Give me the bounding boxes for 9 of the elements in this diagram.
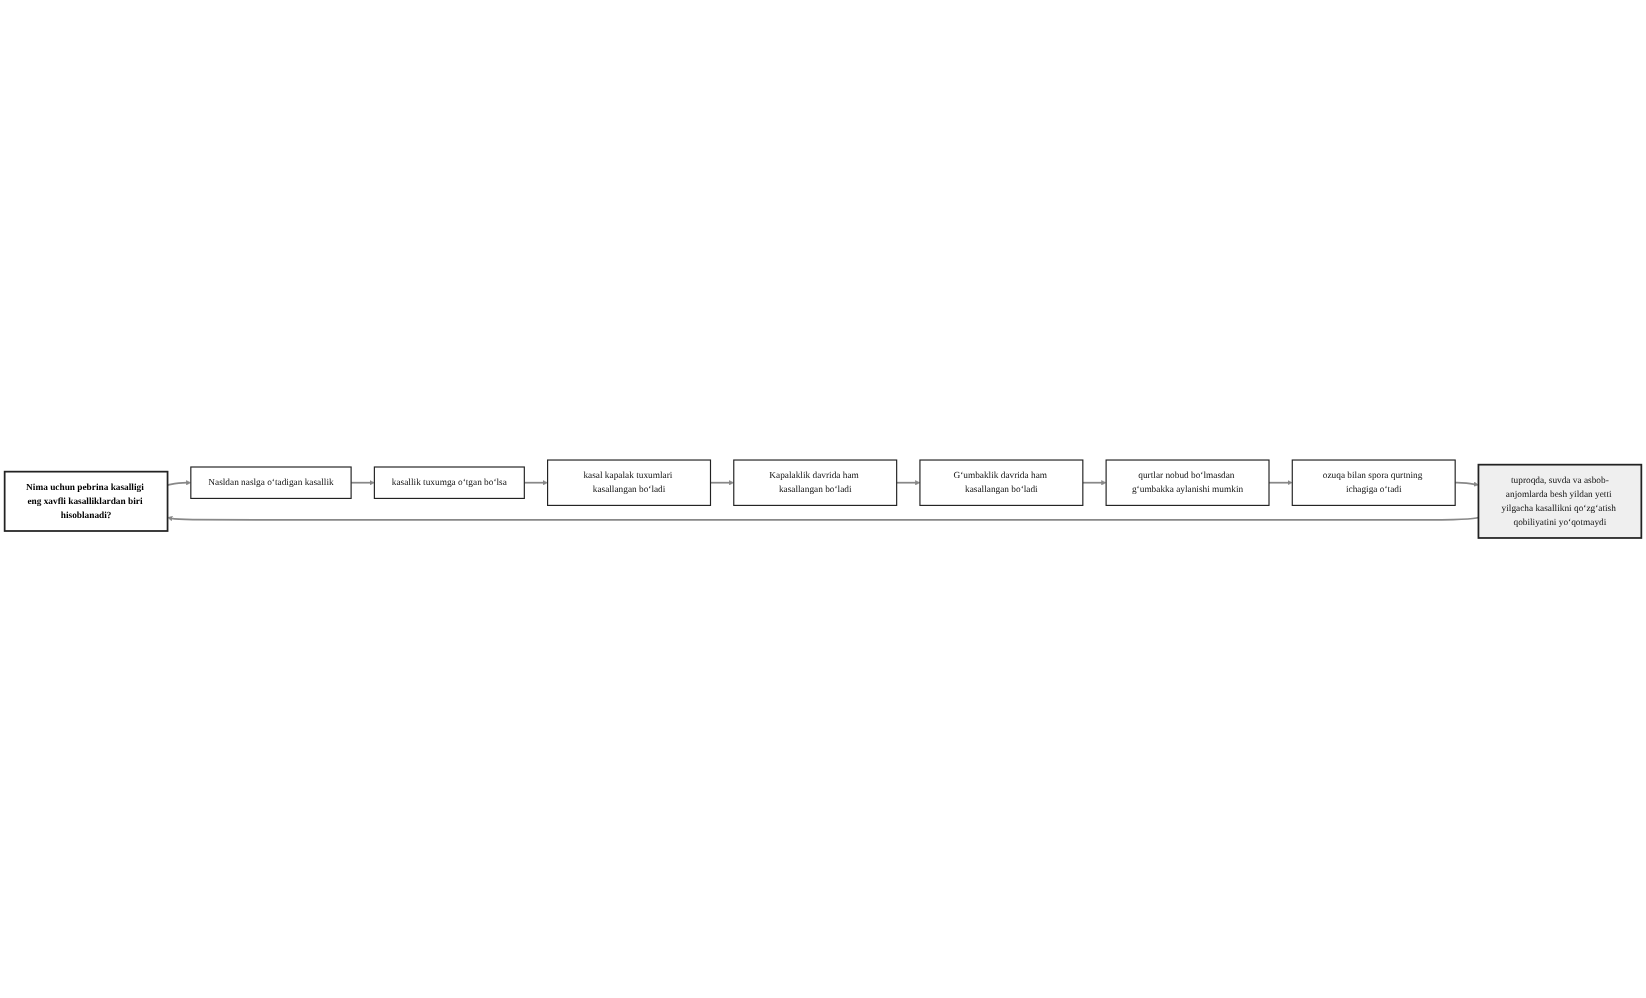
arrow <box>1268 480 1293 486</box>
arrow <box>350 480 375 486</box>
arrow <box>1081 480 1107 486</box>
arrow <box>523 480 548 486</box>
arrow <box>167 516 1480 522</box>
arrow <box>895 480 921 486</box>
arrow <box>166 480 192 486</box>
arrow <box>1454 481 1479 487</box>
arrow <box>709 480 734 486</box>
